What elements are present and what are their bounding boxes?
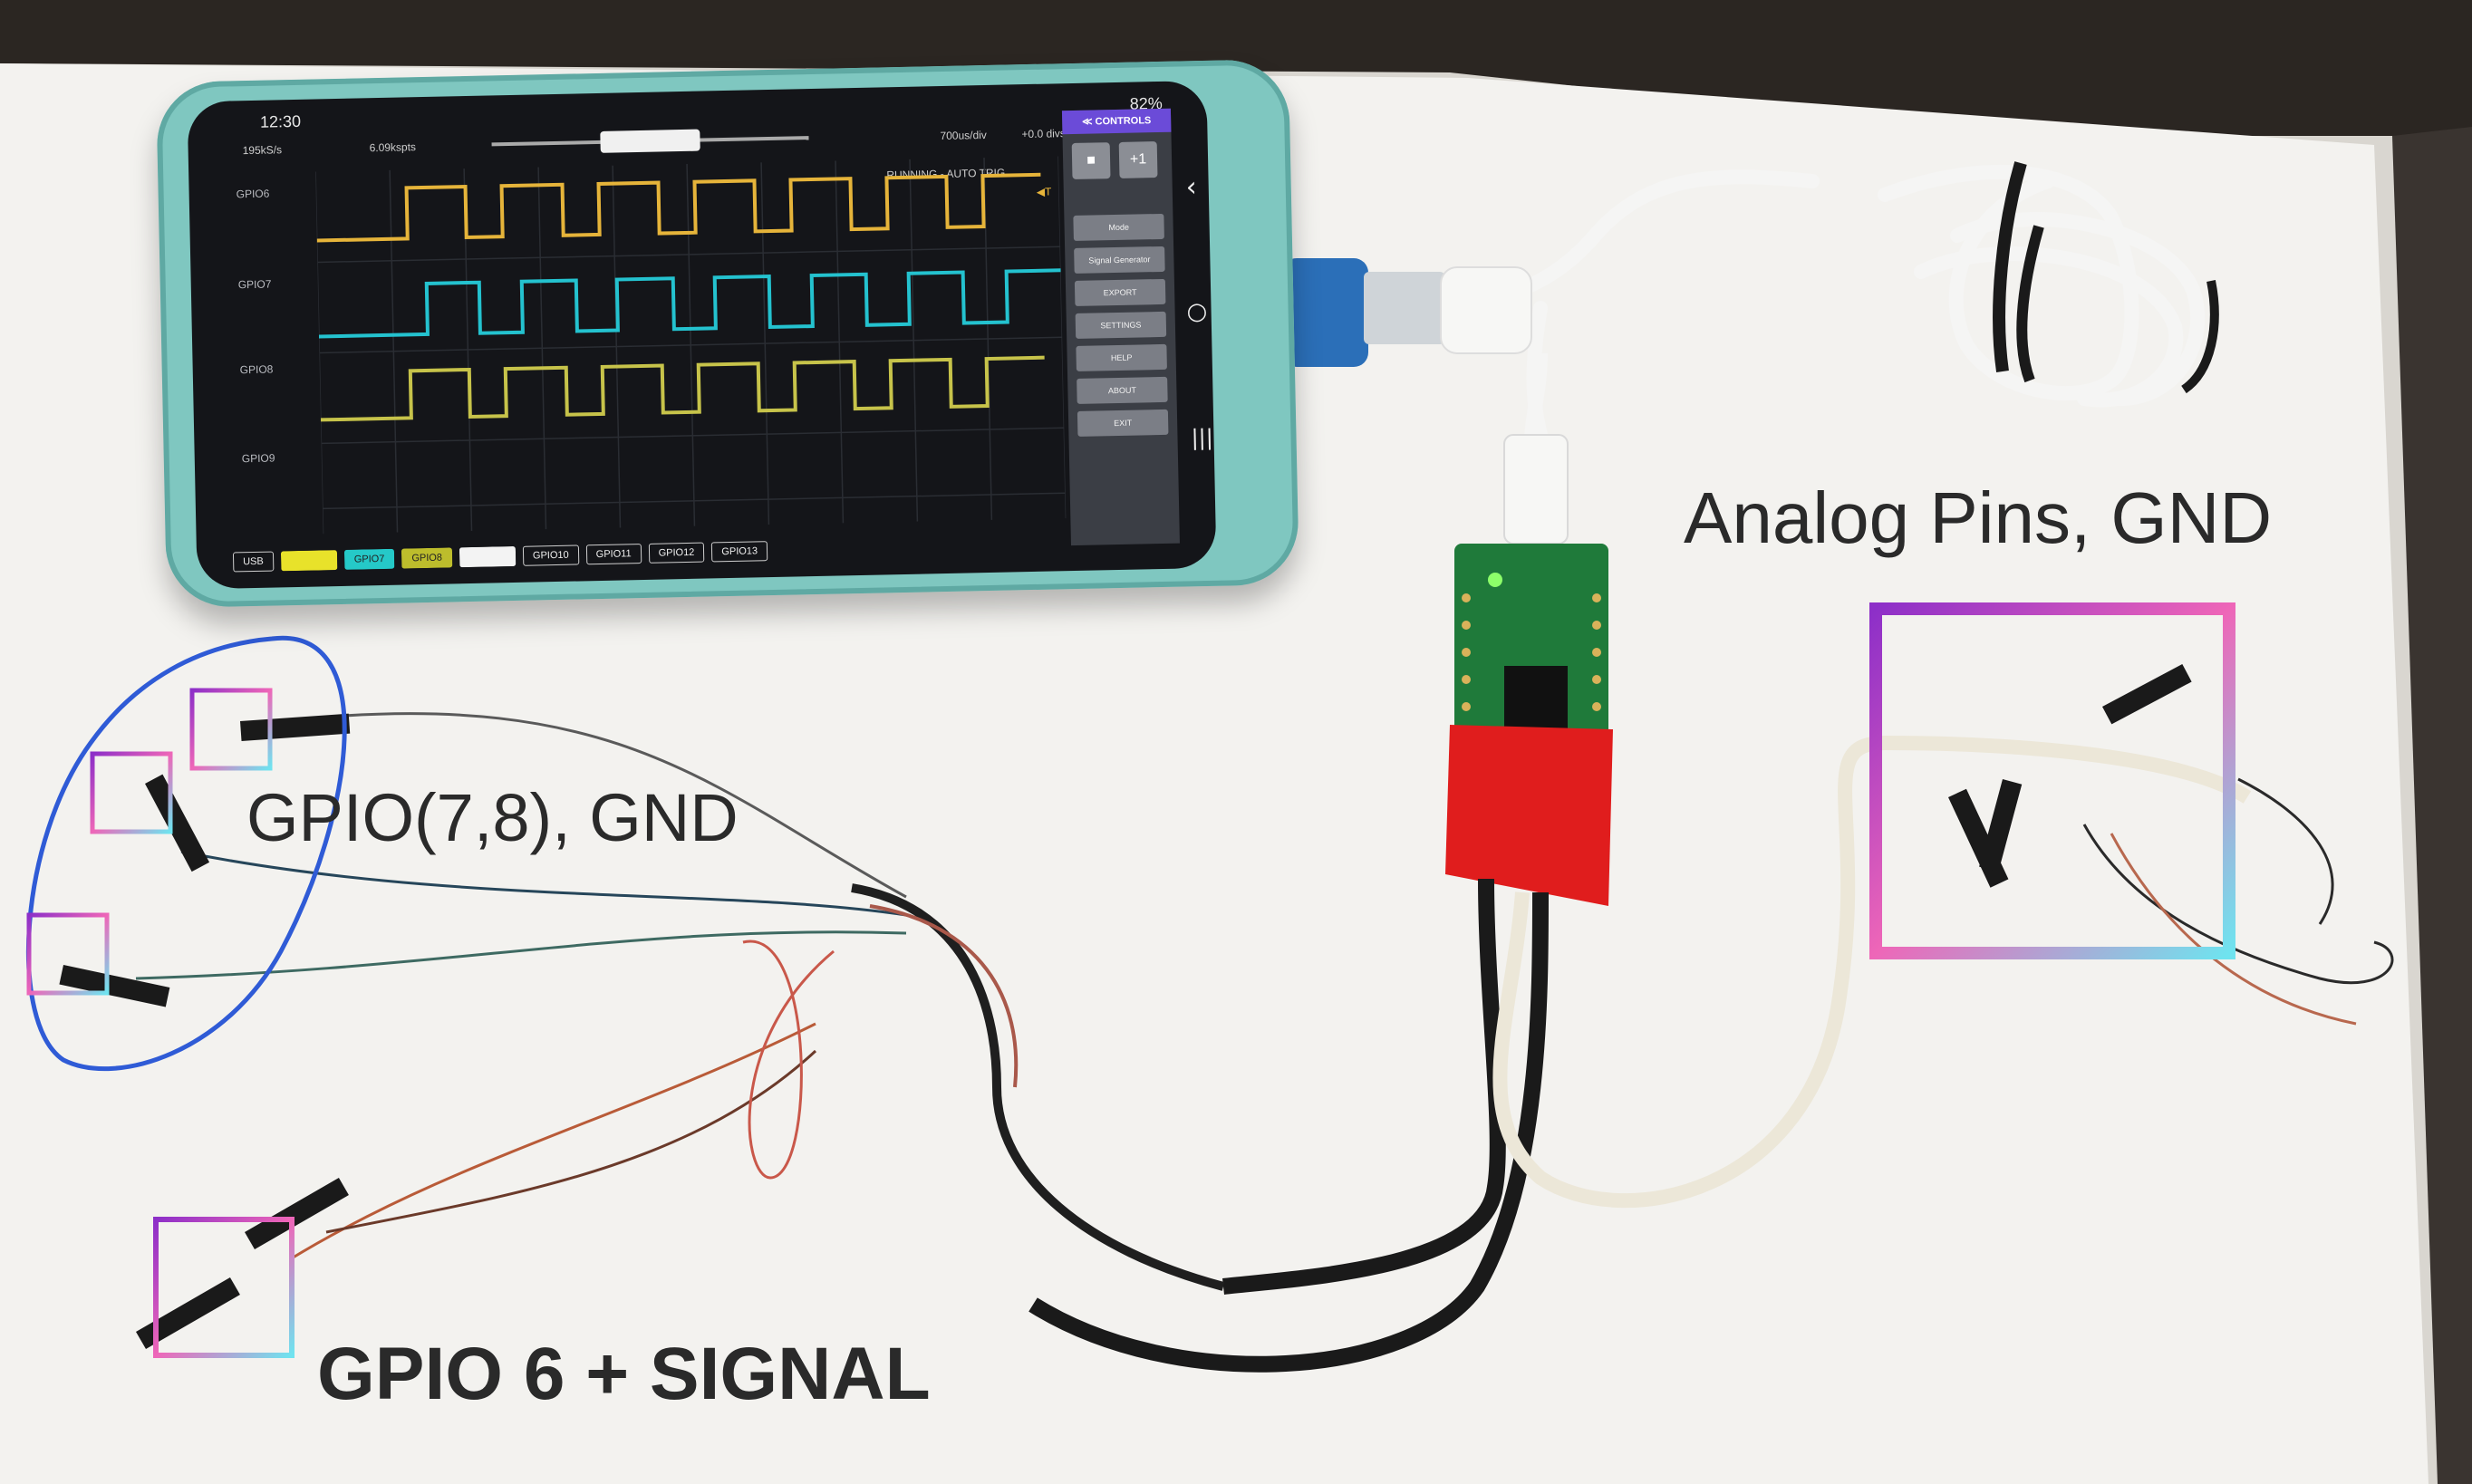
- board-pins: [1462, 593, 1601, 711]
- channel-chip-gpio8[interactable]: GPIO8: [401, 547, 453, 569]
- usb-plug-housing: [1440, 266, 1532, 354]
- highlight-box: [153, 1217, 295, 1358]
- channel-chip-gpio6[interactable]: [280, 550, 337, 572]
- timeline-thumb[interactable]: [600, 129, 700, 153]
- annotation-analog-pins: Analog Pins, GND: [1684, 477, 2273, 558]
- export-button[interactable]: EXPORT: [1074, 278, 1166, 306]
- sample-count: 6.09kspts: [369, 140, 417, 155]
- home-nav-icon[interactable]: ○: [1186, 297, 1208, 326]
- annotation-gpio-gnd: GPIO(7,8), GND: [246, 780, 739, 855]
- highlight-box: [189, 688, 273, 771]
- channel-bar: USB GPIO7 GPIO8 GPIO10 GPIO11 GPIO12 GPI…: [232, 541, 768, 573]
- mode-button[interactable]: Mode: [1073, 213, 1164, 241]
- cable-tie: [2180, 280, 2219, 394]
- sample-rate: 195kS/s: [242, 143, 283, 158]
- channel-chip-gpio12[interactable]: GPIO12: [648, 542, 705, 564]
- usb-cable: [1524, 352, 1548, 445]
- status-time: 12:30: [259, 111, 302, 131]
- channel-chip-gpio10[interactable]: GPIO10: [522, 544, 579, 566]
- waveform-area[interactable]: [315, 156, 1067, 535]
- back-nav-icon[interactable]: ‹: [1185, 171, 1198, 204]
- offset-divs: +0.0 divs: [1021, 127, 1066, 141]
- channel-label-gpio8: GPIO8: [239, 362, 274, 377]
- cable-tie: [2016, 225, 2044, 383]
- timeline-slider[interactable]: [491, 129, 809, 153]
- dev-board: [1454, 544, 1608, 738]
- stop-button[interactable]: ■: [1071, 142, 1111, 179]
- jumper-pins-right: [1948, 664, 2192, 888]
- wire-bundle: [869, 904, 1019, 1088]
- controls-panel: ≪ CONTROLS ■+1 Mode Signal Generator EXP…: [1061, 108, 1180, 546]
- recents-nav-icon[interactable]: |||: [1191, 424, 1214, 451]
- channel-chip-gpio11[interactable]: GPIO11: [585, 544, 642, 565]
- cable-tie: [1993, 161, 2027, 372]
- help-button[interactable]: HELP: [1076, 343, 1167, 371]
- channel-chip-usb[interactable]: USB: [232, 551, 275, 573]
- waveform-gpio7: [318, 268, 1061, 339]
- power-led: [1488, 573, 1502, 587]
- otg-adapter: [1282, 258, 1368, 367]
- channel-chip-gpio13[interactable]: GPIO13: [711, 541, 768, 563]
- highlight-box: [90, 751, 173, 834]
- highlight-box-analog: [1869, 602, 2235, 959]
- time-per-div: 700us/div: [940, 128, 987, 143]
- channel-chip-gpio9[interactable]: [459, 545, 517, 568]
- controls-toggle[interactable]: ≪ CONTROLS: [1061, 108, 1172, 135]
- channel-chip-gpio7[interactable]: GPIO7: [343, 548, 395, 570]
- channel-label-gpio9: GPIO9: [241, 451, 275, 466]
- about-button[interactable]: ABOUT: [1077, 376, 1168, 404]
- grid-lines: [315, 156, 1067, 535]
- waveform-gpio8: [320, 355, 1045, 422]
- mcu-chip: [1504, 666, 1568, 729]
- jumper-pins-left: [59, 713, 351, 1350]
- micro-usb-plug: [1503, 434, 1569, 544]
- phone-screen: 12:30 82% 195kS/s 6.09kspts 700us/div +0…: [187, 80, 1217, 590]
- channel-label-gpio7: GPIO7: [237, 277, 272, 292]
- black-cable: [1028, 891, 1549, 1373]
- signal-generator-button[interactable]: Signal Generator: [1074, 246, 1165, 274]
- exit-button[interactable]: EXIT: [1077, 409, 1169, 437]
- red-heatshrink: [1445, 725, 1613, 906]
- thin-wires-right: [2082, 777, 2394, 1026]
- usb-cable-coil: [1316, 165, 2206, 442]
- settings-button[interactable]: SETTINGS: [1075, 311, 1167, 339]
- waveform-gpio9: [322, 492, 1066, 510]
- annotation-signal: GPIO 6 + SIGNAL: [317, 1333, 931, 1415]
- blue-outline: [25, 635, 347, 1072]
- smartphone: 12:30 82% 195kS/s 6.09kspts 700us/div +0…: [156, 58, 1299, 609]
- waveform-gpio6: [316, 172, 1041, 243]
- channel-label-gpio6: GPIO6: [236, 187, 270, 201]
- single-step-button[interactable]: +1: [1118, 141, 1158, 178]
- usb-a-plug: [1364, 272, 1445, 344]
- highlight-box: [26, 912, 110, 996]
- desk-side: [2392, 127, 2472, 1484]
- white-cable: [1492, 735, 2252, 1208]
- black-cable: [1222, 878, 1506, 1295]
